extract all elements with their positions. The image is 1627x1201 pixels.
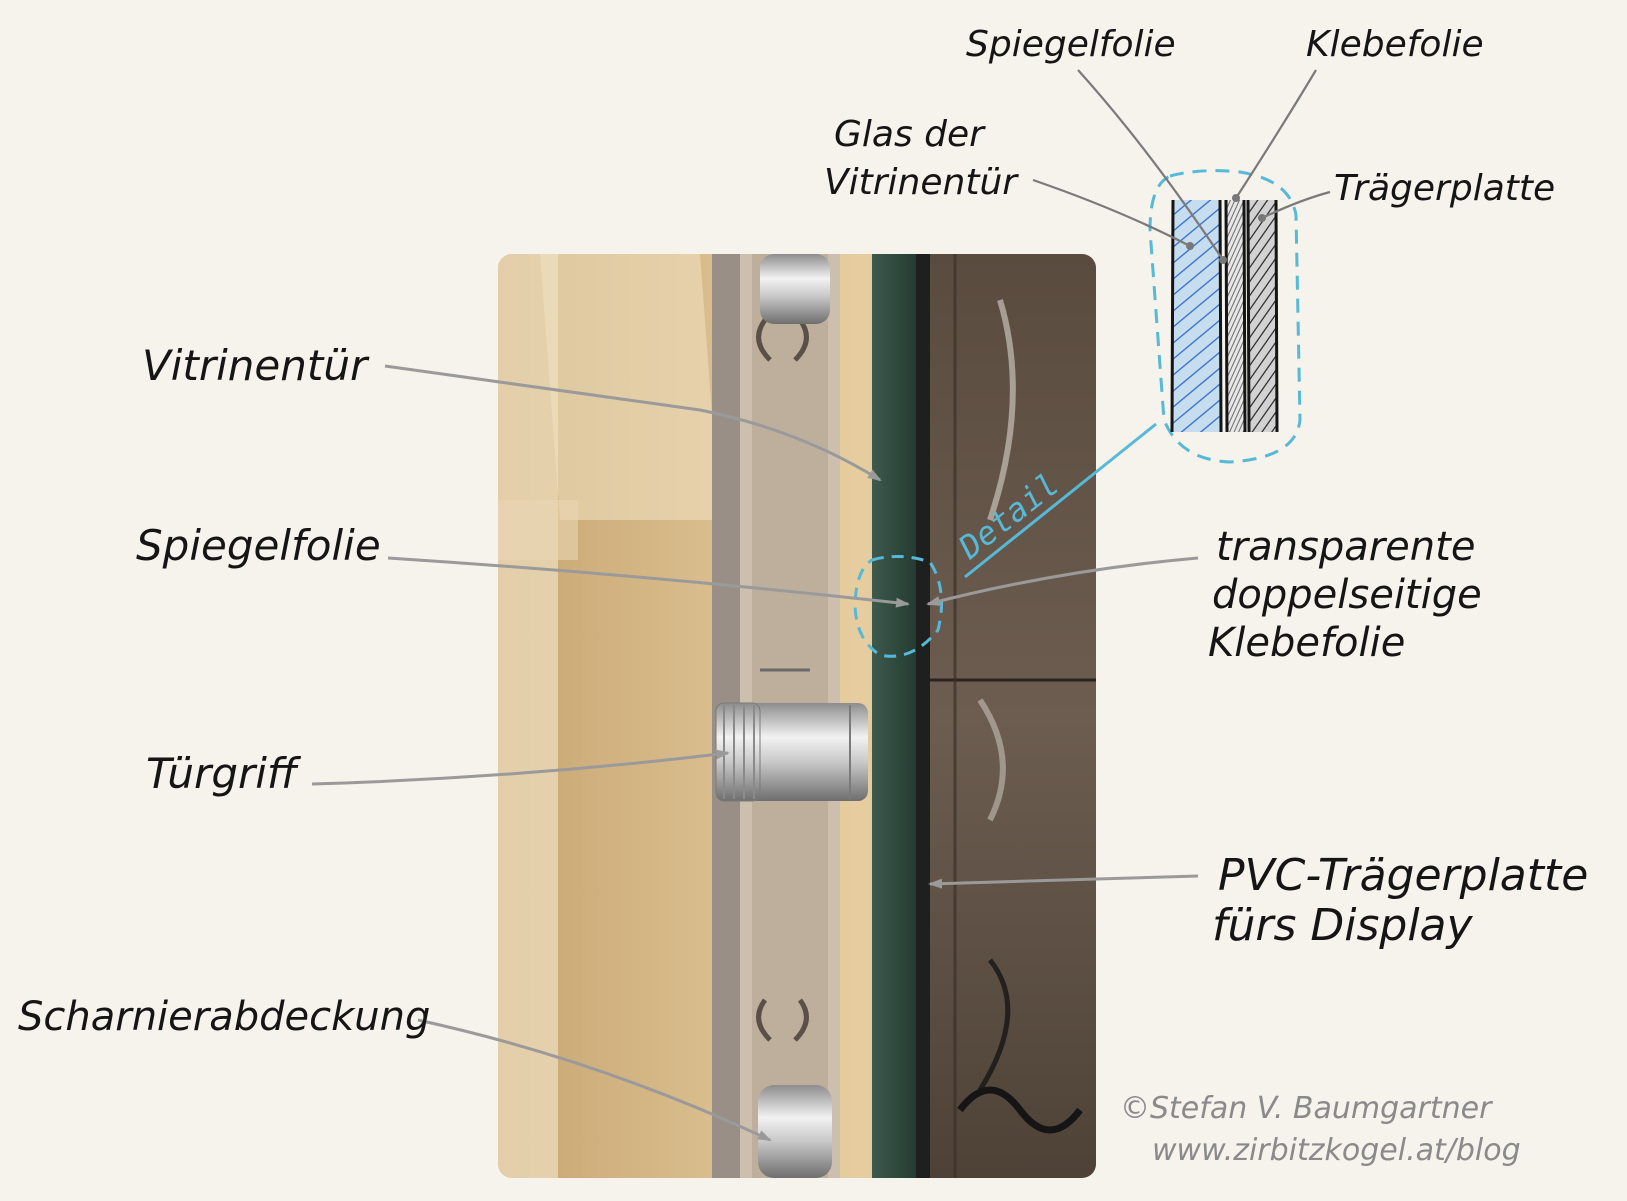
label-transparente-line2: doppelseitige: [1212, 572, 1482, 618]
leader-lines: [311, 364, 1199, 1142]
label-traegerplatte-detail: Trägerplatte: [1334, 168, 1555, 209]
leader-spiegelfolie: [387, 556, 910, 608]
credit-url: www.zirbitzkogel.at/blog: [1152, 1133, 1521, 1168]
leader-vitrinentuer: [384, 364, 882, 482]
glass-layer: [1172, 200, 1220, 432]
detail-cross-section: [1148, 169, 1302, 464]
hinge-cover-top: [760, 254, 830, 324]
carrier-plate-layer: [1248, 200, 1276, 432]
credit-author: ©Stefan V. Baumgartner: [1120, 1091, 1493, 1126]
label-spiegelfolie: Spiegelfolie: [136, 521, 381, 570]
label-transparente-line1: transparente: [1216, 524, 1475, 570]
detail-leader-lines: [1032, 69, 1331, 261]
label-glas-line2: Vitrinentür: [824, 162, 1019, 203]
label-scharnierabdeckung: Scharnierabdeckung: [18, 994, 430, 1040]
detail-outline: [1148, 169, 1302, 464]
label-transparente-line3: Klebefolie: [1208, 620, 1405, 666]
hinge-cover-bottom: [758, 1085, 832, 1178]
label-pvc-line2: fürs Display: [1212, 900, 1474, 951]
leader-scharnierabdeckung: [417, 1018, 772, 1142]
leader-klebefolie: [926, 556, 1199, 606]
leader-tuergriff: [311, 749, 730, 786]
label-tuergriff: Türgriff: [146, 749, 302, 798]
leader-pvc-traegerplatte: [928, 874, 1199, 889]
label-klebefolie-detail: Klebefolie: [1306, 24, 1484, 65]
door-glass: [872, 254, 916, 1178]
detail-marker-circle: [853, 555, 944, 658]
adhesive-layer: [1226, 200, 1244, 432]
pvc-plate: [916, 254, 930, 1178]
label-vitrinentuer: Vitrinentür: [142, 341, 370, 390]
label-pvc-line1: PVC-Trägerplatte: [1218, 850, 1588, 901]
label-glas-line1: Glas der: [834, 114, 986, 155]
door-knob: [715, 702, 868, 802]
labels: Vitrinentür Spiegelfolie Türgriff Scharn…: [18, 24, 1588, 1168]
label-spiegelfolie-detail: Spiegelfolie: [966, 24, 1176, 65]
cabinet-photo: [498, 254, 1096, 1178]
